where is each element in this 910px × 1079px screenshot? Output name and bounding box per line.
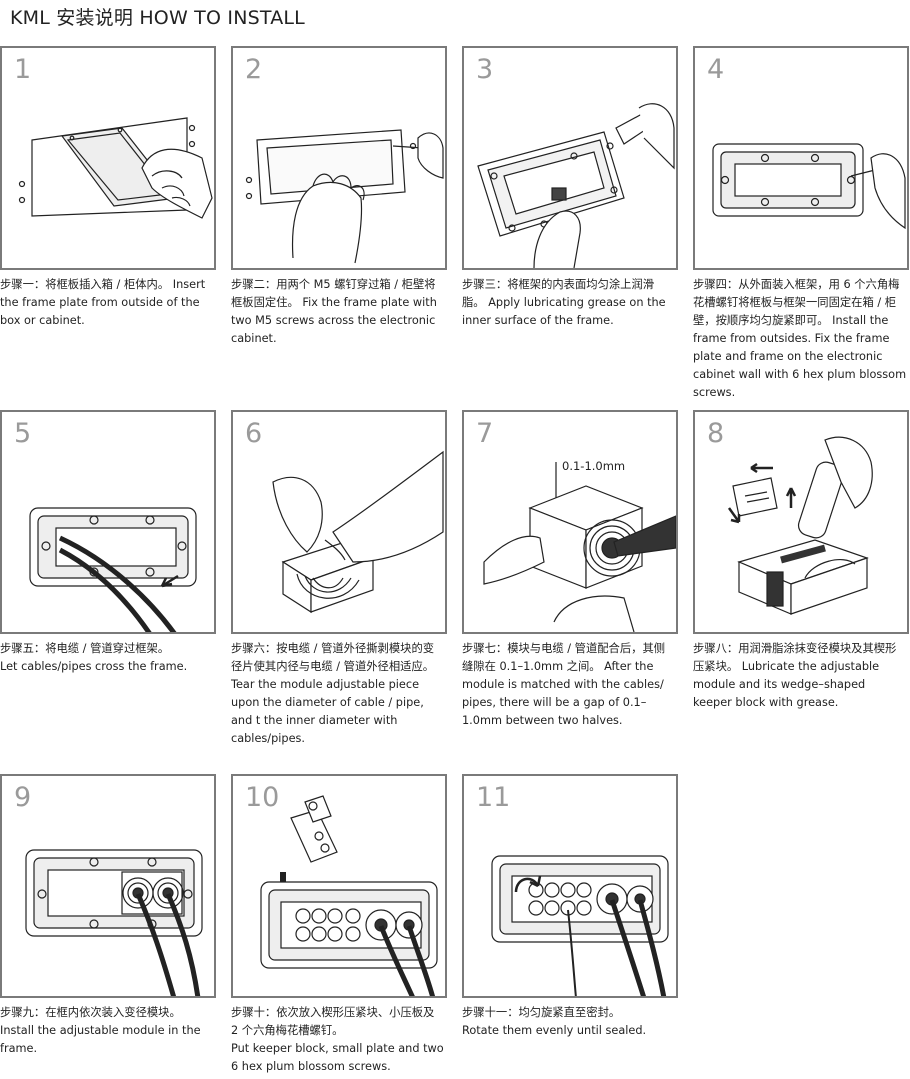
step-9-caption: 步骤九：在框内依次装入变径模块。 Install the adjustable … — [0, 1004, 214, 1058]
step-10-panel: 10 — [231, 774, 447, 998]
step-number: 7 — [476, 418, 494, 449]
step-6-illustration — [272, 450, 444, 614]
caption-zh: 步骤十一：均匀旋紧直至密封。 — [462, 1006, 621, 1019]
caption-en: Let cables/pipes cross the frame. — [0, 660, 188, 673]
step-9-illustration — [25, 849, 203, 996]
step-3-illustration — [477, 103, 675, 268]
caption-en: Install the frame from outsides. Fix the… — [693, 314, 907, 399]
caption-zh: 步骤四：从外面装入框架，用 6 个六角梅花槽螺钉将框板与框架一同固定在箱 / 柜… — [693, 278, 900, 327]
step-4-illustration — [712, 143, 906, 230]
step-8-illustration — [727, 436, 873, 615]
step-number: 10 — [245, 782, 280, 813]
step-2-panel: 2 — [231, 46, 447, 270]
caption-en: Tear the module adjustable piece upon th… — [231, 678, 424, 745]
step-10-illustration — [260, 795, 438, 996]
step-8-panel: 8 — [693, 410, 909, 634]
step-number: 9 — [14, 782, 32, 813]
step-number: 8 — [707, 418, 725, 449]
step-5-panel: 5 — [0, 410, 216, 634]
caption-zh: 步骤六：按电缆 / 管道外径撕剥模块的变径片使其内径与电缆 / 管道外径相适应。 — [231, 642, 435, 673]
caption-zh: 步骤七：模块与电缆 / 管道配合后，其侧缝隙在 0.1–1.0mm 之间。 — [462, 642, 666, 673]
caption-zh: 步骤九：在框内依次装入变径模块。 — [0, 1006, 181, 1019]
step-8-caption: 步骤八：用润滑脂涂抹变径模块及其楔形压紧块。 Lubricate the adj… — [693, 640, 907, 712]
step-6-caption: 步骤六：按电缆 / 管道外径撕剥模块的变径片使其内径与电缆 / 管道外径相适应。… — [231, 640, 445, 748]
caption-en: Install the adjustable module in the fra… — [0, 1024, 201, 1055]
step-11-caption: 步骤十一：均匀旋紧直至密封。 Rotate them evenly until … — [462, 1004, 676, 1040]
caption-en: Rotate them evenly until sealed. — [462, 1024, 647, 1037]
step-1-illustration — [18, 117, 213, 219]
gap-label: 0.1-1.0mm — [562, 459, 625, 473]
step-5-illustration — [29, 507, 197, 632]
step-10-caption: 步骤十：依次放入楔形压紧块、小压板及 2 个六角梅花槽螺钉。 Put keepe… — [231, 1004, 445, 1076]
step-number: 6 — [245, 418, 263, 449]
step-2-caption: 步骤二：用两个 M5 螺钉穿过箱 / 柜壁将框板固定住。 Fix the fra… — [231, 276, 445, 348]
step-7-panel: 0.1-1.0mm 7 — [462, 410, 678, 634]
caption-en: Fix the frame plate with two M5 screws a… — [231, 296, 437, 345]
step-1-caption: 步骤一：将框板插入箱 / 柜体内。 Insert the frame plate… — [0, 276, 214, 330]
step-4-panel: 4 — [693, 46, 909, 270]
step-6-panel: 6 — [231, 410, 447, 634]
step-3-panel: 3 — [462, 46, 678, 270]
caption-zh: 步骤五：将电缆 / 管道穿过框架。 — [0, 642, 170, 655]
caption-zh: 步骤八：用润滑脂涂抹变径模块及其楔形压紧块。 — [693, 642, 897, 673]
step-7-caption: 步骤七：模块与电缆 / 管道配合后，其侧缝隙在 0.1–1.0mm 之间。 Af… — [462, 640, 676, 730]
step-11-panel: 11 — [462, 774, 678, 998]
step-number: 1 — [14, 54, 32, 85]
step-1-panel: 1 — [0, 46, 216, 270]
caption-zh: 步骤十：依次放入楔形压紧块、小压板及 2 个六角梅花槽螺钉。 — [231, 1006, 435, 1037]
step-9-panel: 9 — [0, 774, 216, 998]
step-4-caption: 步骤四：从外面装入框架，用 6 个六角梅花槽螺钉将框板与框架一同固定在箱 / 柜… — [693, 276, 907, 402]
caption-zh: 步骤三：将框架的内表面均匀涂上润滑脂。 — [462, 278, 655, 309]
caption-en: Insert the frame plate from outside of t… — [0, 278, 206, 327]
step-3-caption: 步骤三：将框架的内表面均匀涂上润滑脂。 Apply lubricating gr… — [462, 276, 676, 330]
step-number: 4 — [707, 54, 725, 85]
step-number: 11 — [476, 782, 511, 813]
caption-en: Apply lubricating grease on the inner su… — [462, 296, 666, 327]
step-number: 5 — [14, 418, 32, 449]
caption-en: Lubricate the adjustable module and its … — [693, 660, 880, 709]
step-2-illustration — [245, 129, 444, 264]
step-5-caption: 步骤五：将电缆 / 管道穿过框架。 Let cables/pipes cross… — [0, 640, 214, 676]
step-number: 3 — [476, 54, 494, 85]
caption-zh: 步骤一：将框板插入箱 / 柜体内。 — [0, 278, 170, 291]
caption-en: After the module is matched with the cab… — [462, 660, 664, 727]
step-7-illustration: 0.1-1.0mm — [483, 459, 676, 632]
caption-zh: 步骤二：用两个 M5 螺钉穿过箱 / 柜壁将框板固定住。 — [231, 278, 436, 309]
step-number: 2 — [245, 54, 263, 85]
page-title: KML 安装说明 HOW TO INSTALL — [10, 7, 305, 29]
caption-en: Put keeper block, small plate and two 6 … — [231, 1042, 444, 1073]
step-11-illustration — [491, 855, 669, 996]
